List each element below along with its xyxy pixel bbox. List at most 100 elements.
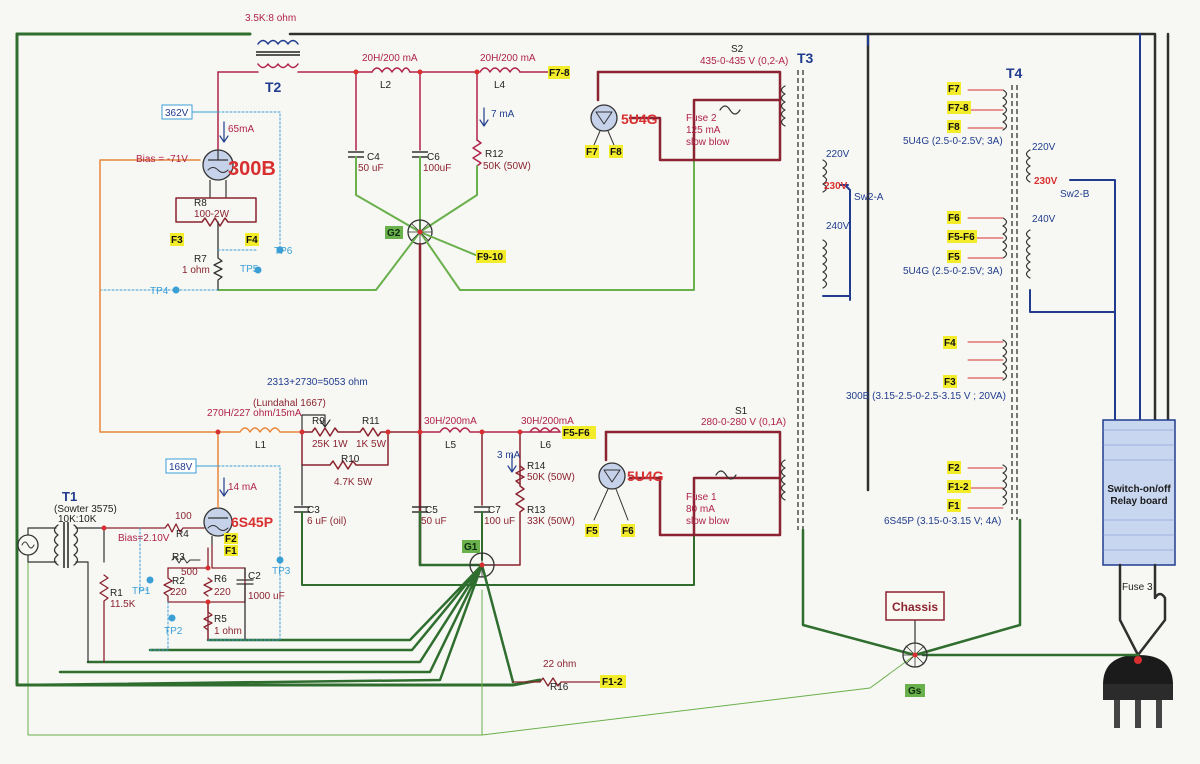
resistor-r13-r14	[481, 431, 525, 566]
r6-value: 220	[214, 587, 231, 598]
tag-f3: F3	[171, 235, 183, 246]
t4-tag-f1-2: F1-2	[948, 482, 969, 493]
chassis-box	[885, 591, 945, 621]
s1-value: 280-0-280 V (0,1A)	[701, 417, 786, 428]
g1-label: G1	[464, 542, 478, 553]
input-source	[17, 527, 57, 563]
tag-f1: F1	[225, 546, 237, 557]
t4-tag-f6: F6	[948, 213, 960, 224]
transformer-t3	[780, 70, 828, 530]
transformer-t4	[967, 85, 1031, 520]
gs-label: Gs	[908, 686, 922, 697]
resistor-r12	[419, 139, 482, 233]
sw2b-label: Sw2-B	[1060, 189, 1090, 200]
r12-value: 50K (50W)	[483, 161, 531, 172]
tag-f1-2: F1-2	[602, 677, 623, 688]
relay-board	[1102, 419, 1176, 566]
resistor-r16	[512, 677, 601, 687]
t4-tag-f7: F7	[948, 84, 960, 95]
t4-name: T4	[1006, 65, 1023, 81]
l1-value: 270H/227 ohm/15mA	[207, 408, 302, 419]
c5-value: 50 uF	[421, 516, 447, 527]
c3-name: C3	[307, 505, 320, 516]
r12-name: R12	[485, 149, 504, 160]
s2-name: S2	[731, 44, 744, 55]
r11-value: 1K 5W	[356, 439, 387, 450]
fuse2-type: slow blow	[686, 137, 730, 148]
l5-value: 30H/200mA	[424, 416, 477, 427]
t3-230v: 230V	[824, 181, 848, 192]
t1-name: T1	[62, 489, 77, 504]
l4-value: 20H/200 mA	[480, 53, 536, 64]
tag-f4: F4	[246, 235, 258, 246]
300b-current: 65mA	[228, 124, 254, 135]
r7-name: R7	[194, 254, 207, 265]
tp5-label: TP5	[240, 264, 259, 275]
c2-name: C2	[248, 571, 261, 582]
t4-240v: 240V	[1032, 214, 1056, 225]
t3-name: T3	[797, 50, 814, 66]
t4-tag-f1: F1	[948, 501, 960, 512]
r6-name: R6	[214, 574, 227, 585]
chassis-ground-wires	[801, 518, 1022, 657]
chassis-link	[481, 654, 916, 736]
inductor-l5	[419, 427, 561, 433]
6s45p-plate-voltage: 168V	[169, 462, 193, 473]
c3-value: 6 uF (oil)	[307, 516, 346, 527]
tp-wires-top	[99, 249, 259, 291]
ground-star-gs	[902, 617, 928, 668]
fuse2-rating: 125 mA	[686, 125, 721, 136]
ground-star-g2	[217, 159, 695, 291]
r12-current: 7 mA	[491, 109, 515, 120]
cathode-network	[149, 544, 281, 651]
r8-value: 100-2W	[194, 209, 230, 220]
heater-tags	[170, 66, 977, 688]
l4-label: L4	[494, 80, 506, 91]
s1-name: S1	[735, 406, 748, 417]
r7-value: 1 ohm	[182, 265, 210, 276]
capacitor-c7	[474, 431, 490, 561]
chassis-label: Chassis	[892, 600, 938, 614]
rectifier-lower	[593, 430, 782, 537]
t1-desc2: 10K:10K	[58, 514, 97, 525]
inductor-l1	[217, 427, 303, 433]
r5-name: R5	[214, 614, 227, 625]
l6-label: L6	[540, 440, 552, 451]
tp3-label: TP3	[272, 566, 291, 577]
ground-star-g1	[15, 510, 515, 687]
r4-name: R4	[176, 529, 189, 540]
r14-current: 3 mA	[497, 450, 521, 461]
r2-value: 220	[170, 587, 187, 598]
sw2b-wires	[1029, 179, 1116, 421]
fuse1-name: Fuse 1	[686, 492, 717, 503]
r16-value: 22 ohm	[543, 659, 576, 670]
c6-name: C6	[427, 152, 440, 163]
resistor-r8	[175, 197, 257, 251]
tp2-label: TP2	[164, 626, 183, 637]
r13-name: R13	[527, 505, 546, 516]
relay-top-wires	[866, 32, 1170, 422]
input-ground-wire	[27, 559, 483, 736]
t4-tag-f4: F4	[944, 338, 956, 349]
tag-f5: F5	[586, 526, 598, 537]
r14-current-arrow	[507, 454, 517, 473]
grid-signal-wire	[99, 159, 219, 433]
junction-dots	[101, 69, 918, 658]
tag-f7: F7	[586, 147, 598, 158]
l2-value: 20H/200 mA	[362, 53, 418, 64]
6s45p-current-arrow	[219, 477, 229, 497]
fuse1-type: slow blow	[686, 516, 730, 527]
inductor-l4	[479, 67, 521, 73]
fuse3-name: Fuse 3	[1122, 582, 1153, 593]
r3-name: R3	[172, 552, 185, 563]
inductor-l6	[529, 427, 561, 433]
r8-name: R8	[194, 198, 207, 209]
capacitor-c4	[348, 151, 421, 233]
transformer-t2	[256, 39, 300, 69]
l5-label: L5	[445, 440, 457, 451]
r5-value: 1 ohm	[214, 626, 242, 637]
resistor-r4	[103, 523, 205, 533]
r11-name: R11	[362, 416, 380, 427]
tp6-label: TP6	[274, 246, 293, 257]
t4-230v: 230V	[1034, 176, 1058, 187]
